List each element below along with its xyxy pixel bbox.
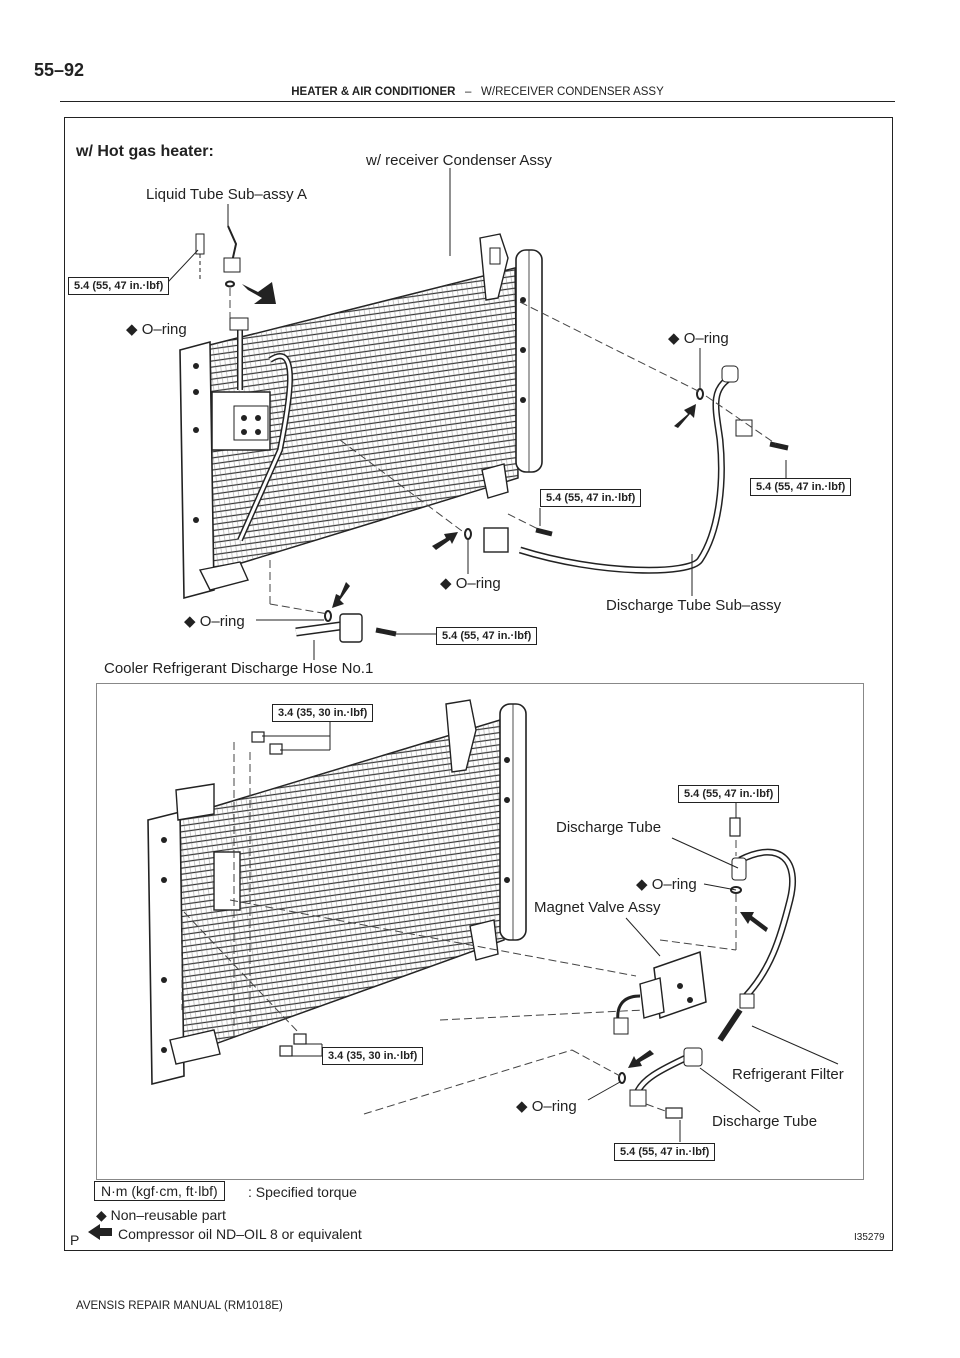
label-oring-lower-right: ◆ O–ring xyxy=(636,876,697,893)
header-topic: W/RECEIVER CONDENSER ASSY xyxy=(481,86,664,98)
label-condenser-assy: w/ receiver Condenser Assy xyxy=(366,152,552,169)
label-refrigerant-filter: Refrigerant Filter xyxy=(732,1066,844,1083)
corner-mark: P xyxy=(70,1232,80,1248)
legend-unit-desc: : Specified torque xyxy=(248,1184,357,1200)
oil-arrow-icon xyxy=(88,1224,112,1240)
upper-condenser-core xyxy=(179,233,543,600)
label-oring-left-top: ◆ O–ring xyxy=(126,321,187,338)
oil-arrows-lower xyxy=(628,912,768,1068)
upper-dashed-guides xyxy=(229,288,777,615)
lower-dashed-guides xyxy=(181,742,737,1115)
lower-bolts xyxy=(251,731,741,1119)
label-discharge-tube-sub: Discharge Tube Sub–assy xyxy=(606,597,782,614)
label-oring-left-bottom: ◆ O–ring xyxy=(184,613,245,630)
torque-center: 5.4 (55, 47 in.·lbf) xyxy=(540,489,642,507)
torque-lower-bottom-bolts: 3.4 (35, 30 in.·lbf) xyxy=(322,1047,424,1065)
torque-lower-bottom-right: 5.4 (55, 47 in.·lbf) xyxy=(614,1143,716,1161)
header-separator: – xyxy=(465,86,472,98)
page-header: HEATER & AIR CONDITIONER – W/RECEIVER CO… xyxy=(60,86,895,98)
label-magnet-valve: Magnet Valve Assy xyxy=(534,899,661,916)
torque-lower-right-top: 5.4 (55, 47 in.·lbf) xyxy=(678,785,780,803)
lower-figure-frame xyxy=(96,683,864,1180)
upper-leaders xyxy=(167,168,787,660)
upper-title: w/ Hot gas heater: xyxy=(76,143,214,160)
label-cooler-hose: Cooler Refrigerant Discharge Hose No.1 xyxy=(104,660,374,677)
header-section: HEATER & AIR CONDITIONER xyxy=(291,86,456,98)
torque-lower-top-bolts: 3.4 (35, 30 in.·lbf) xyxy=(272,704,374,722)
label-oring-center: ◆ O–ring xyxy=(440,575,501,592)
liquid-tube-part xyxy=(195,225,241,288)
figure-id: I35279 xyxy=(854,1232,885,1243)
label-liquid-tube: Liquid Tube Sub–assy A xyxy=(146,186,307,203)
label-discharge-tube-top: Discharge Tube xyxy=(556,819,662,836)
label-oring-right-top: ◆ O–ring xyxy=(668,330,729,347)
label-discharge-tube-bottom: Discharge Tube xyxy=(712,1113,818,1130)
figure-frame xyxy=(64,117,893,1251)
torque-right: 5.4 (55, 47 in.·lbf) xyxy=(750,478,852,496)
legend-unit-box: N·m (kgf·cm, ft·lbf) xyxy=(94,1181,225,1201)
lower-condenser-core xyxy=(147,699,527,1086)
legend-non-reusable: ◆ Non–reusable part xyxy=(96,1207,226,1223)
oil-arrows-upper xyxy=(242,282,696,608)
page-number: 55–92 xyxy=(34,60,85,80)
discharge-tube-sub-part xyxy=(295,365,789,643)
torque-bottom: 5.4 (55, 47 in.·lbf) xyxy=(436,627,538,645)
label-oring-lower-bottom: ◆ O–ring xyxy=(516,1098,577,1115)
torque-top-left: 5.4 (55, 47 in.·lbf) xyxy=(68,277,170,295)
page-footer: AVENSIS REPAIR MANUAL (RM1018E) xyxy=(76,1300,283,1312)
header-rule xyxy=(60,101,895,102)
legend-oil: Compressor oil ND–OIL 8 or equivalent xyxy=(118,1226,362,1242)
lower-valve-and-tubes xyxy=(613,848,797,1107)
